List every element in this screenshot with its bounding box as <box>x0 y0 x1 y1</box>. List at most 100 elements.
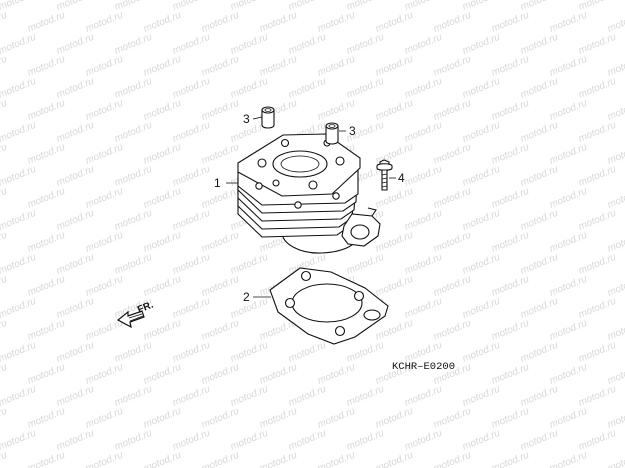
watermark-text: motod.ru <box>55 164 96 189</box>
watermark-text: motod.ru <box>548 10 589 35</box>
watermark-text: motod.ru <box>113 32 154 57</box>
watermark-text: motod.ru <box>548 362 589 387</box>
watermark-text: motod.ru <box>432 54 473 79</box>
watermark-text: motod.ru <box>171 428 212 453</box>
watermark-text: motod.ru <box>113 208 154 233</box>
watermark-text: motod.ru <box>403 428 444 453</box>
watermark-text: motod.ru <box>55 120 96 145</box>
watermark-text: motod.ru <box>345 76 386 101</box>
watermark-text: motod.ru <box>606 406 625 431</box>
cylinder-base-gasket <box>269 267 389 345</box>
watermark-text: motod.ru <box>519 76 560 101</box>
watermark-text: motod.ru <box>548 450 589 468</box>
watermark-text: motod.ru <box>200 406 241 431</box>
watermark-text: motod.ru <box>26 406 67 431</box>
watermark-text: motod.ru <box>55 384 96 409</box>
watermark-text: motod.ru <box>345 32 386 57</box>
watermark-text: motod.ru <box>287 428 328 453</box>
watermark-text: motod.ru <box>403 76 444 101</box>
watermark-text: motod.ru <box>461 32 502 57</box>
watermark-text: motod.ru <box>171 76 212 101</box>
watermark-text: motod.ru <box>374 318 415 343</box>
watermark-text: motod.ru <box>461 340 502 365</box>
watermark-text: motod.ru <box>200 54 241 79</box>
watermark-text: motod.ru <box>258 406 299 431</box>
watermark-text: motod.ru <box>490 230 531 255</box>
watermark-text: motod.ru <box>0 10 9 35</box>
watermark-text: motod.ru <box>519 296 560 321</box>
watermark-text: motod.ru <box>577 164 618 189</box>
watermark-text: motod.ru <box>142 450 183 468</box>
watermark-text: motod.ru <box>0 230 9 255</box>
watermark-text: motod.ru <box>403 164 444 189</box>
watermark-text: motod.ru <box>84 274 125 299</box>
watermark-text: motod.ru <box>490 274 531 299</box>
watermark-text: motod.ru <box>0 98 9 123</box>
watermark-text: motod.ru <box>403 252 444 277</box>
watermark-text: motod.ru <box>113 252 154 277</box>
watermark-text: motod.ru <box>577 120 618 145</box>
watermark-text: motod.ru <box>200 274 241 299</box>
watermark-text: motod.ru <box>229 384 270 409</box>
watermark-text: motod.ru <box>577 252 618 277</box>
watermark-text: motod.ru <box>519 120 560 145</box>
watermark-text: motod.ru <box>84 54 125 79</box>
watermark-text: motod.ru <box>113 164 154 189</box>
watermark-text: motod.ru <box>113 384 154 409</box>
watermark-text: motod.ru <box>55 76 96 101</box>
watermark-text: motod.ru <box>316 362 357 387</box>
diagram-code: KCHR–E0200 <box>392 361 455 373</box>
watermark-text: motod.ru <box>577 32 618 57</box>
watermark-text: motod.ru <box>84 142 125 167</box>
watermark-text: motod.ru <box>113 120 154 145</box>
watermark-text: motod.ru <box>374 10 415 35</box>
watermark-text: motod.ru <box>432 142 473 167</box>
watermark-text: motod.ru <box>0 120 38 145</box>
watermark-text: motod.ru <box>0 362 9 387</box>
watermark-text: motod.ru <box>287 384 328 409</box>
dowel-pin-right <box>325 122 339 145</box>
watermark-text: motod.ru <box>287 340 328 365</box>
watermark-text: motod.ru <box>113 340 154 365</box>
watermark-text: motod.ru <box>26 54 67 79</box>
watermark-text: motod.ru <box>403 208 444 233</box>
watermark-text: motod.ru <box>374 54 415 79</box>
watermark-text: motod.ru <box>403 296 444 321</box>
flange-bolt <box>376 159 393 191</box>
watermark-text: motod.ru <box>490 318 531 343</box>
watermark-text: motod.ru <box>548 406 589 431</box>
watermark-text: motod.ru <box>26 274 67 299</box>
watermark-text: motod.ru <box>519 340 560 365</box>
watermark-text: motod.ru <box>258 10 299 35</box>
watermark-text: motod.ru <box>55 32 96 57</box>
watermark-text: motod.ru <box>0 340 38 365</box>
watermark-text: motod.ru <box>229 32 270 57</box>
watermark-text: motod.ru <box>200 362 241 387</box>
watermark-text: motod.ru <box>374 450 415 468</box>
watermark-text: motod.ru <box>577 76 618 101</box>
watermark-text: motod.ru <box>316 54 357 79</box>
watermark-text: motod.ru <box>345 384 386 409</box>
watermark-text: motod.ru <box>461 428 502 453</box>
watermark-text: motod.ru <box>171 384 212 409</box>
watermark-text: motod.ru <box>171 164 212 189</box>
watermark-text: motod.ru <box>374 274 415 299</box>
watermark-text: motod.ru <box>577 428 618 453</box>
callout-1-label: 1 <box>214 176 221 190</box>
watermark-text: motod.ru <box>374 186 415 211</box>
watermark-text: motod.ru <box>0 76 38 101</box>
watermark-text: motod.ru <box>316 10 357 35</box>
watermark-text: motod.ru <box>84 406 125 431</box>
watermark-text: motod.ru <box>200 318 241 343</box>
watermark-text: motod.ru <box>55 208 96 233</box>
watermark-text: motod.ru <box>490 450 531 468</box>
watermark-text: motod.ru <box>403 32 444 57</box>
watermark-text: motod.ru <box>548 230 589 255</box>
watermark-text: motod.ru <box>490 362 531 387</box>
watermark-text: motod.ru <box>142 406 183 431</box>
watermark-text: motod.ru <box>0 252 38 277</box>
watermark-text: motod.ru <box>316 450 357 468</box>
watermark-text: motod.ru <box>84 362 125 387</box>
